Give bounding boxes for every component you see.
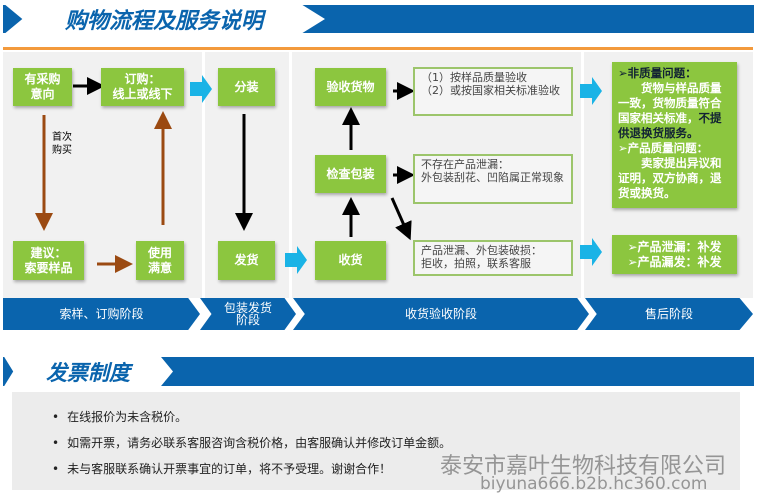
brown-arrows [35,111,172,273]
quality-text: 卖家提出异议和证明，双方协商，退货或换货。 [618,156,722,200]
note-inspection: （1）按样品质量验收 （2）或按国家相关标准验收 [413,67,573,116]
stage-sample-order: 索样、订购阶段 [3,298,200,330]
step-ship: 发货 [218,241,275,280]
invoice-item: 在线报价为未含税价。 [52,408,187,425]
step-check-pack: 检查包装 [315,155,386,193]
quality-heading: ➢产品质量问题： [618,141,709,155]
invoice-item: 如需开票，请务必联系客服咨询含税价格，由客服确认并修改订单金额。 [52,434,451,451]
missing-reship: ➢产品漏发：补发 [627,254,722,269]
note-leak: 产品泄漏、外包装破损： 拒收，拍照，联系客服 [413,240,573,276]
step-satisfied: 使用 满意 [136,241,184,280]
step-pack: 分装 [218,68,275,106]
step-receive: 收货 [315,241,386,280]
orange-divider [3,47,753,50]
step-order: 订购： 线上或线下 [101,68,184,106]
after-sales-quality: ➢非质量问题： 货物与样品质量一致，货物质量符合国家相关标准，不提供退换货服务。… [612,62,737,208]
note-no-leak: 不存在产品泄漏： 外包装刮花、凹陷属正常现象 [413,154,573,204]
stage-after-sales: 售后阶段 [585,298,753,330]
non-quality-text: 货物与样品质量一致，货物质量符合国家相关标准，不提供退换货服务。 [618,81,722,140]
step-intent: 有采购意向 [13,68,72,106]
cyan-arrows [190,75,602,274]
watermark-company: 泰安市嘉叶生物科技有限公司 [440,454,727,479]
after-sales-leak: ➢产品泄漏：补发 ➢产品漏发：补发 [612,235,737,274]
divider [202,52,205,298]
stage-receive-inspect: 收货验收阶段 [293,298,589,330]
divider [581,52,584,298]
black-arrows [73,77,415,241]
invoice-item: 未与客服联系确认开票事宜的订单，将不予受理。谢谢合作！ [52,460,391,477]
leak-reship: ➢产品泄漏：补发 [627,239,722,254]
watermark-url: biyuna666.b2b.hc360.com [480,474,708,494]
first-buy-label: 首次 购买 [52,132,72,156]
step-sample: 建议： 索要样品 [13,241,84,280]
step-inspect-goods: 验收货物 [315,68,386,106]
divider [289,52,292,298]
flow-arrows [35,75,602,274]
invoice-title: 发票制度 [3,355,173,388]
non-quality-heading: ➢非质量问题： [618,66,697,80]
stage-pack-ship: 包装发货 阶段 [200,298,296,330]
page-title: 购物流程及服务说明 [3,3,325,35]
